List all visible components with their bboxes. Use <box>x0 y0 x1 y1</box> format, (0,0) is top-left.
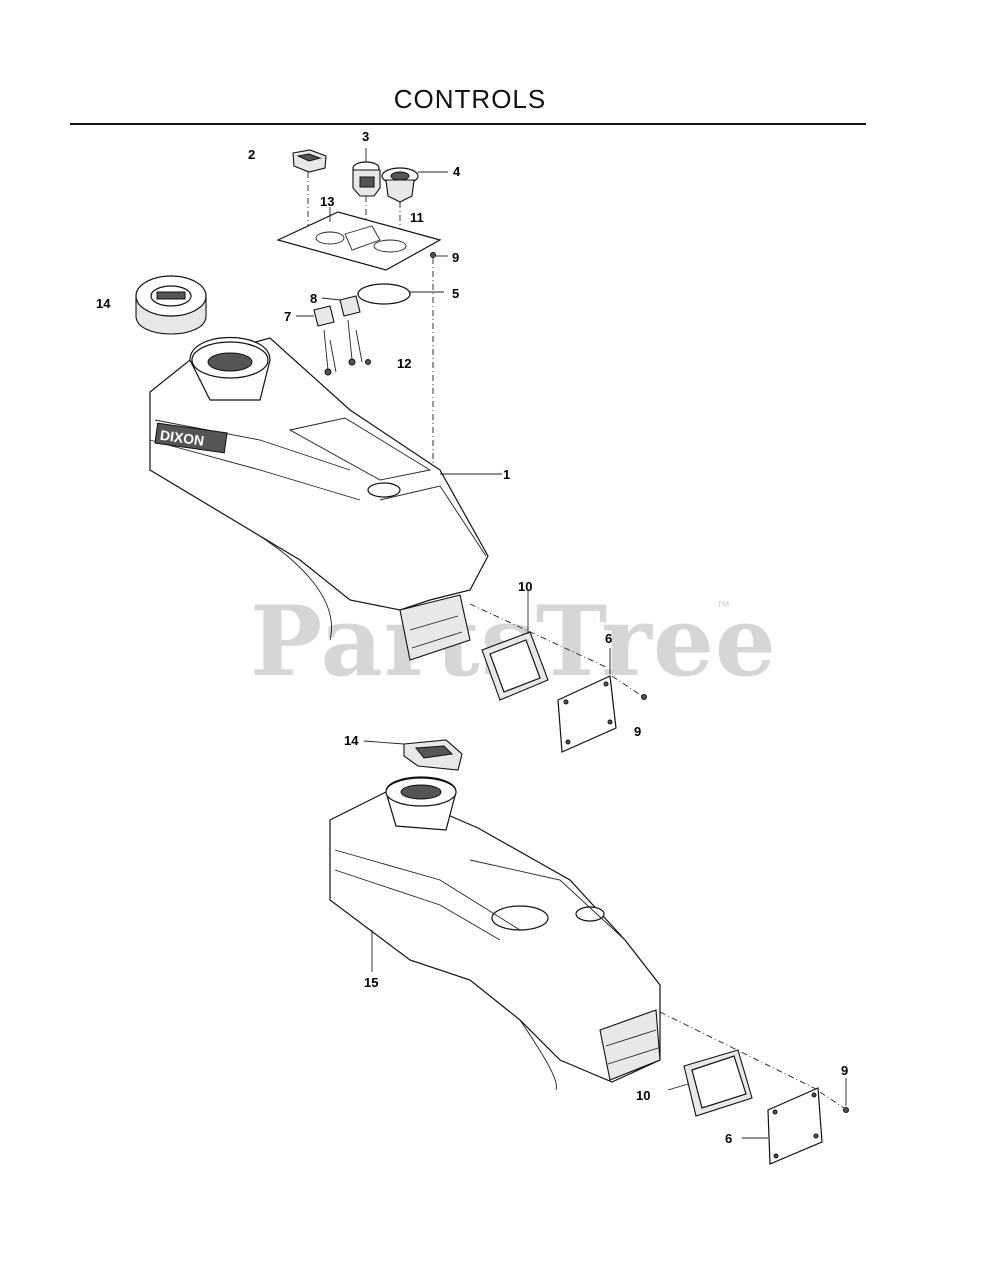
callout-10-bottom: 10 <box>636 1088 651 1103</box>
part-9-screw-top[interactable] <box>430 252 449 471</box>
callout-8: 8 <box>310 291 318 306</box>
callout-13: 13 <box>320 194 335 209</box>
callout-2: 2 <box>248 147 256 162</box>
callout-7: 7 <box>284 309 292 324</box>
part-7-toggle-cap[interactable] <box>296 305 335 327</box>
callout-15: 15 <box>364 975 379 990</box>
part-6-plate-top[interactable] <box>557 648 647 753</box>
callout-12: 12 <box>397 356 412 371</box>
part-13-control-plate[interactable] <box>276 207 442 271</box>
part-6-plate-bottom[interactable] <box>742 1078 849 1165</box>
callout-6-bottom: 6 <box>725 1131 733 1146</box>
part-3-key-switch[interactable] <box>352 148 381 240</box>
part-1-console-top[interactable]: DIXON <box>149 336 502 661</box>
part-14-cap-bottom[interactable] <box>363 739 463 771</box>
callout-9-top: 9 <box>452 250 460 265</box>
part-14-fuel-cap-top[interactable] <box>135 275 207 335</box>
page-title: CONTROLS <box>393 84 547 114</box>
part-12-switch-levers[interactable] <box>323 319 371 376</box>
part-5-gasket[interactable] <box>357 283 444 305</box>
callout-6-top: 6 <box>605 631 613 646</box>
callout-14-top: 14 <box>96 296 111 311</box>
watermark-trademark: ™ <box>716 598 730 614</box>
part-10-headlight-top[interactable] <box>469 590 609 701</box>
part-10-headlight-bottom[interactable] <box>659 1011 819 1117</box>
console-badge: DIXON <box>159 427 205 449</box>
part-15-console-bottom[interactable] <box>329 776 661 1091</box>
callout-10-top: 10 <box>518 579 533 594</box>
callout-9-bottom: 9 <box>841 1063 849 1078</box>
callout-9-middle: 9 <box>634 724 642 739</box>
callout-4: 4 <box>453 164 461 179</box>
part-4-knob[interactable] <box>381 167 448 244</box>
callout-14-bottom: 14 <box>344 733 359 748</box>
callout-5: 5 <box>452 286 460 301</box>
callout-1: 1 <box>503 467 511 482</box>
callout-3: 3 <box>362 129 370 144</box>
title-divider <box>70 123 866 125</box>
part-8-toggle-cap[interactable] <box>321 295 361 317</box>
callout-11: 11 <box>410 210 424 225</box>
